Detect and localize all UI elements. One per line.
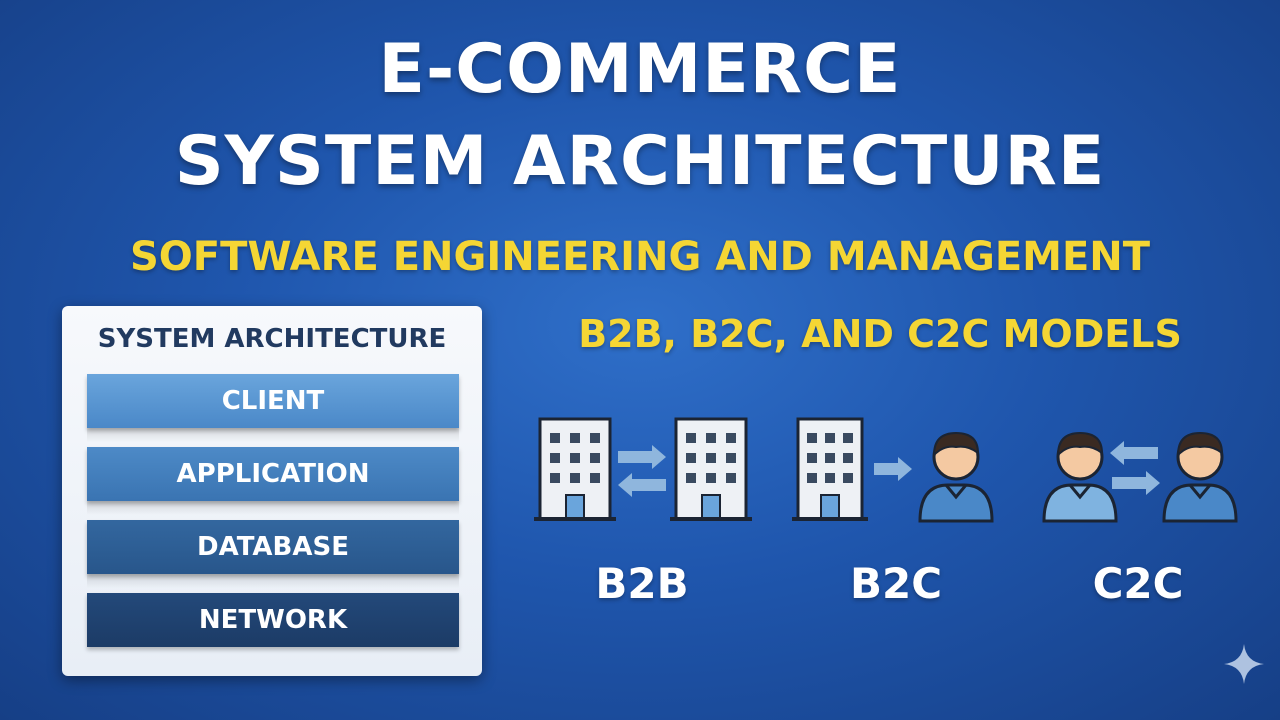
page-title-line1: E-COMMERCE (378, 30, 902, 109)
architecture-panel: SYSTEM ARCHITECTURE CLIENT APPLICATION D… (62, 306, 482, 676)
person-icon (1042, 431, 1118, 523)
model-label-b2c: B2C (849, 559, 943, 608)
sparkle-icon (1224, 644, 1264, 684)
page-title-line2: SYSTEM ARCHITECTURE (174, 122, 1106, 201)
subtitle: SOFTWARE ENGINEERING AND MANAGEMENT (129, 234, 1151, 280)
layer-fold (87, 574, 459, 588)
building-icon (792, 417, 868, 521)
layer-application: APPLICATION (87, 447, 459, 501)
model-c2c: C2C (1028, 415, 1248, 615)
model-b2c: B2C (786, 415, 1006, 615)
model-label-b2b: B2B (595, 559, 689, 608)
arrow-left-icon (1110, 441, 1158, 465)
layer-fold (87, 428, 459, 442)
arrow-left-icon (618, 473, 666, 497)
layer-fold (87, 501, 459, 515)
layer-network: NETWORK (87, 593, 459, 647)
model-b2b: B2B (532, 415, 752, 615)
building-icon (670, 417, 752, 521)
person-icon (918, 431, 994, 523)
building-icon (534, 417, 616, 521)
arrow-right-icon (618, 445, 666, 469)
arrow-right-icon (1112, 471, 1160, 495)
layer-database: DATABASE (87, 520, 459, 574)
model-label-c2c: C2C (1092, 559, 1184, 608)
models-heading: B2B, B2C, AND C2C MODELS (578, 312, 1182, 356)
person-icon (1162, 431, 1238, 523)
architecture-title: SYSTEM ARCHITECTURE (97, 324, 447, 354)
layer-client: CLIENT (87, 374, 459, 428)
arrow-right-icon (874, 457, 912, 481)
